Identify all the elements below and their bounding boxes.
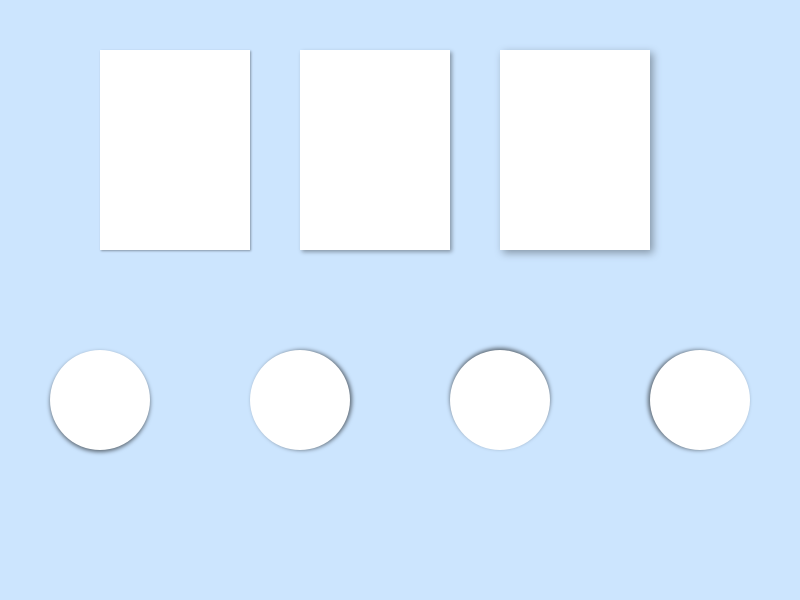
- card-3: [500, 50, 650, 250]
- circle-1: [50, 350, 150, 450]
- circle-2: [250, 350, 350, 450]
- circle-3: [450, 350, 550, 450]
- circle-4: [650, 350, 750, 450]
- card-2: [300, 50, 450, 250]
- card-1: [100, 50, 250, 250]
